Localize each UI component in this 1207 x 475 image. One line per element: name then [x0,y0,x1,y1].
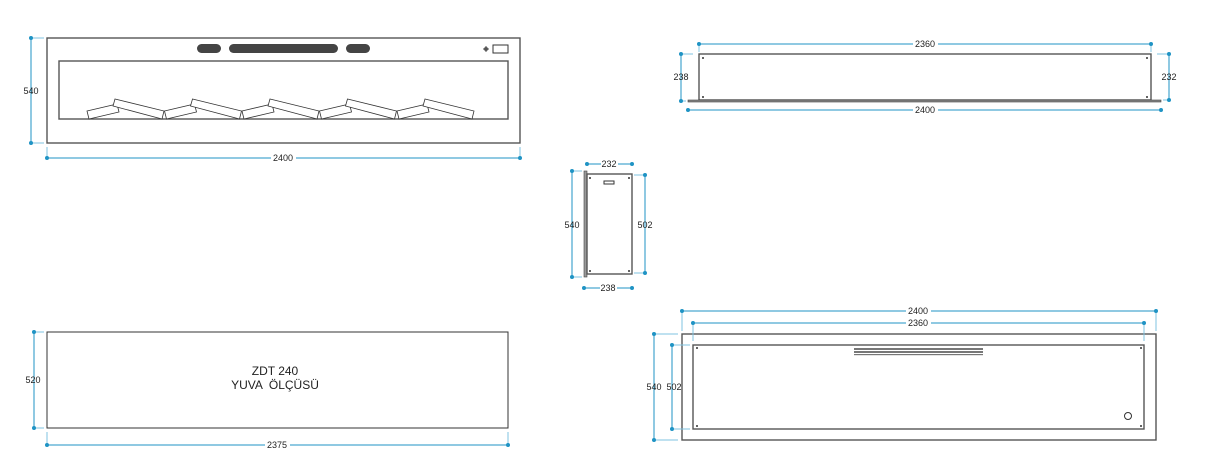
vent-right [346,44,370,53]
log [422,98,475,120]
dimension-label: 520 [25,375,40,385]
dimension-label: 238 [600,283,615,293]
log-set [86,98,475,120]
dimension-inner-width: 2360 [697,39,1153,52]
niche-title: ZDT 240 [252,364,299,378]
dimension-label: 2375 [267,440,287,450]
log [190,98,242,120]
log [345,98,397,120]
dimension-height: 540 [646,332,678,442]
firebox [58,60,509,120]
log [112,98,165,120]
front-view: 540 2400 [23,36,522,163]
vent-left [197,44,221,53]
log [86,103,120,120]
dimension-right-depth: 232 [1157,52,1177,102]
dimension-outer-width: 2400 [680,306,1158,331]
display-panel [492,44,509,54]
dimension-label: 502 [666,382,681,392]
dimension-label: 232 [601,159,616,169]
dimension-height: 540 [564,169,582,279]
dimension-left-depth: 238 [673,52,693,103]
dimension-label: 540 [23,86,38,96]
dimension-height: 540 [23,36,44,145]
log [319,103,352,120]
power-socket [1124,412,1132,420]
top-view: 2360 2400 238 232 [673,39,1177,115]
dimension-inner-height: 502 [666,343,690,431]
dimension-label: 2400 [273,153,293,163]
dimension-label: 232 [1161,72,1176,82]
dimension-label: 2400 [915,105,935,115]
dimension-inner-height: 502 [634,173,653,275]
dimension-label: 540 [646,382,661,392]
dimension-width: 2400 [45,147,522,163]
vent-center [229,44,338,53]
back-view: 2400 2360 540 502 [646,306,1158,442]
control-icon [483,46,489,52]
dimension-label: 238 [673,72,688,82]
side-view: 232 238 540 502 [564,159,653,293]
dimension-bottom-depth: 238 [582,283,634,293]
log [267,98,320,120]
niche-subtitle: YUVA ÖLÇÜSÜ [231,378,319,392]
dimension-label: 2400 [908,306,928,316]
log [241,103,275,120]
dimension-top-depth: 232 [585,159,634,169]
dimension-label: 2360 [908,318,928,328]
dimension-label: 502 [637,220,652,230]
dimension-inner-width: 2360 [691,318,1146,341]
niche-view: ZDT 240 YUVA ÖLÇÜSÜ 520 2375 [25,330,510,450]
dimension-outer-width: 2400 [686,105,1163,115]
log [164,103,197,120]
dimension-width: 2375 [45,432,510,450]
dimension-label: 540 [564,220,579,230]
log [396,103,430,120]
dimension-height: 520 [25,330,44,430]
dimension-label: 2360 [915,39,935,49]
